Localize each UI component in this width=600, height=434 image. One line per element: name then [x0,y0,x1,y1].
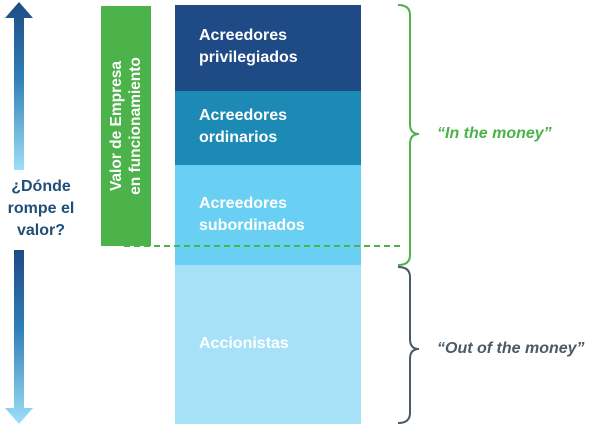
block-senior-creditors: Acreedores privilegiados [175,5,361,91]
block-ordinary-creditors-label: Acreedores ordinarios [199,105,287,149]
block-subordinated-creditors: Acreedores subordinados [175,165,361,265]
block-ordinary-line-1: Acreedores [199,107,288,124]
block-shareholders-line-1: Accionistas [199,335,289,352]
block-subordinated-line-1: Acreedores [199,195,288,212]
question-line-3: valor? [16,222,65,239]
enterprise-value-bar: Valor de Empresa en funcionamiento [101,6,151,246]
question-line-1: ¿Dónde [11,178,71,195]
block-senior-creditors-label: Acreedores privilegiados [199,25,298,69]
in-the-money-label: “In the money” [437,125,552,142]
block-senior-line-2: privilegiados [199,49,298,66]
arrow-up-head [5,2,33,170]
block-ordinary-creditors: Acreedores ordinarios [175,91,361,165]
question-label: ¿Dónde rompe el valor? [0,176,82,242]
block-ordinary-line-2: ordinarios [199,129,278,146]
block-shareholders: Accionistas [175,265,361,424]
block-senior-line-1: Acreedores [199,27,288,44]
block-subordinated-creditors-label: Acreedores subordinados [199,193,305,237]
question-line-2: rompe el [7,200,75,217]
in-the-money-brace [397,4,420,266]
arrow-down-head [5,250,33,424]
block-shareholders-label: Accionistas [199,333,289,355]
out-of-the-money-label: “Out of the money” [437,340,585,357]
block-subordinated-line-2: subordinados [199,217,305,234]
double-headed-arrow [5,2,33,424]
out-of-the-money-brace [397,266,420,424]
